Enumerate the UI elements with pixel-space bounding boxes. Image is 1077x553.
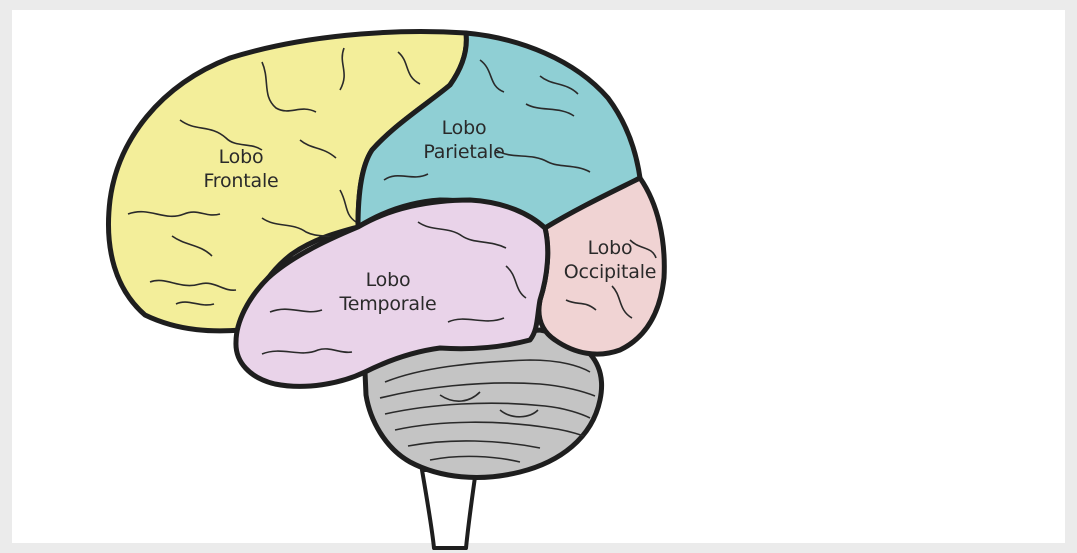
label-parietal-lobe: Lobo Parietale — [404, 116, 524, 164]
label-parietal-line2: Parietale — [404, 140, 524, 164]
label-temporal-line1: Lobo — [322, 268, 454, 292]
label-temporal-lobe: Lobo Temporale — [322, 268, 454, 316]
label-parietal-line1: Lobo — [404, 116, 524, 140]
label-occipital-line1: Lobo — [548, 236, 672, 260]
label-frontal-line1: Lobo — [186, 145, 296, 169]
label-occipital-lobe: Lobo Occipitale — [548, 236, 672, 284]
label-temporal-line2: Temporale — [322, 292, 454, 316]
label-occipital-line2: Occipitale — [548, 260, 672, 284]
label-frontal-line2: Frontale — [186, 169, 296, 193]
brain-stem — [422, 470, 476, 548]
label-frontal-lobe: Lobo Frontale — [186, 145, 296, 193]
